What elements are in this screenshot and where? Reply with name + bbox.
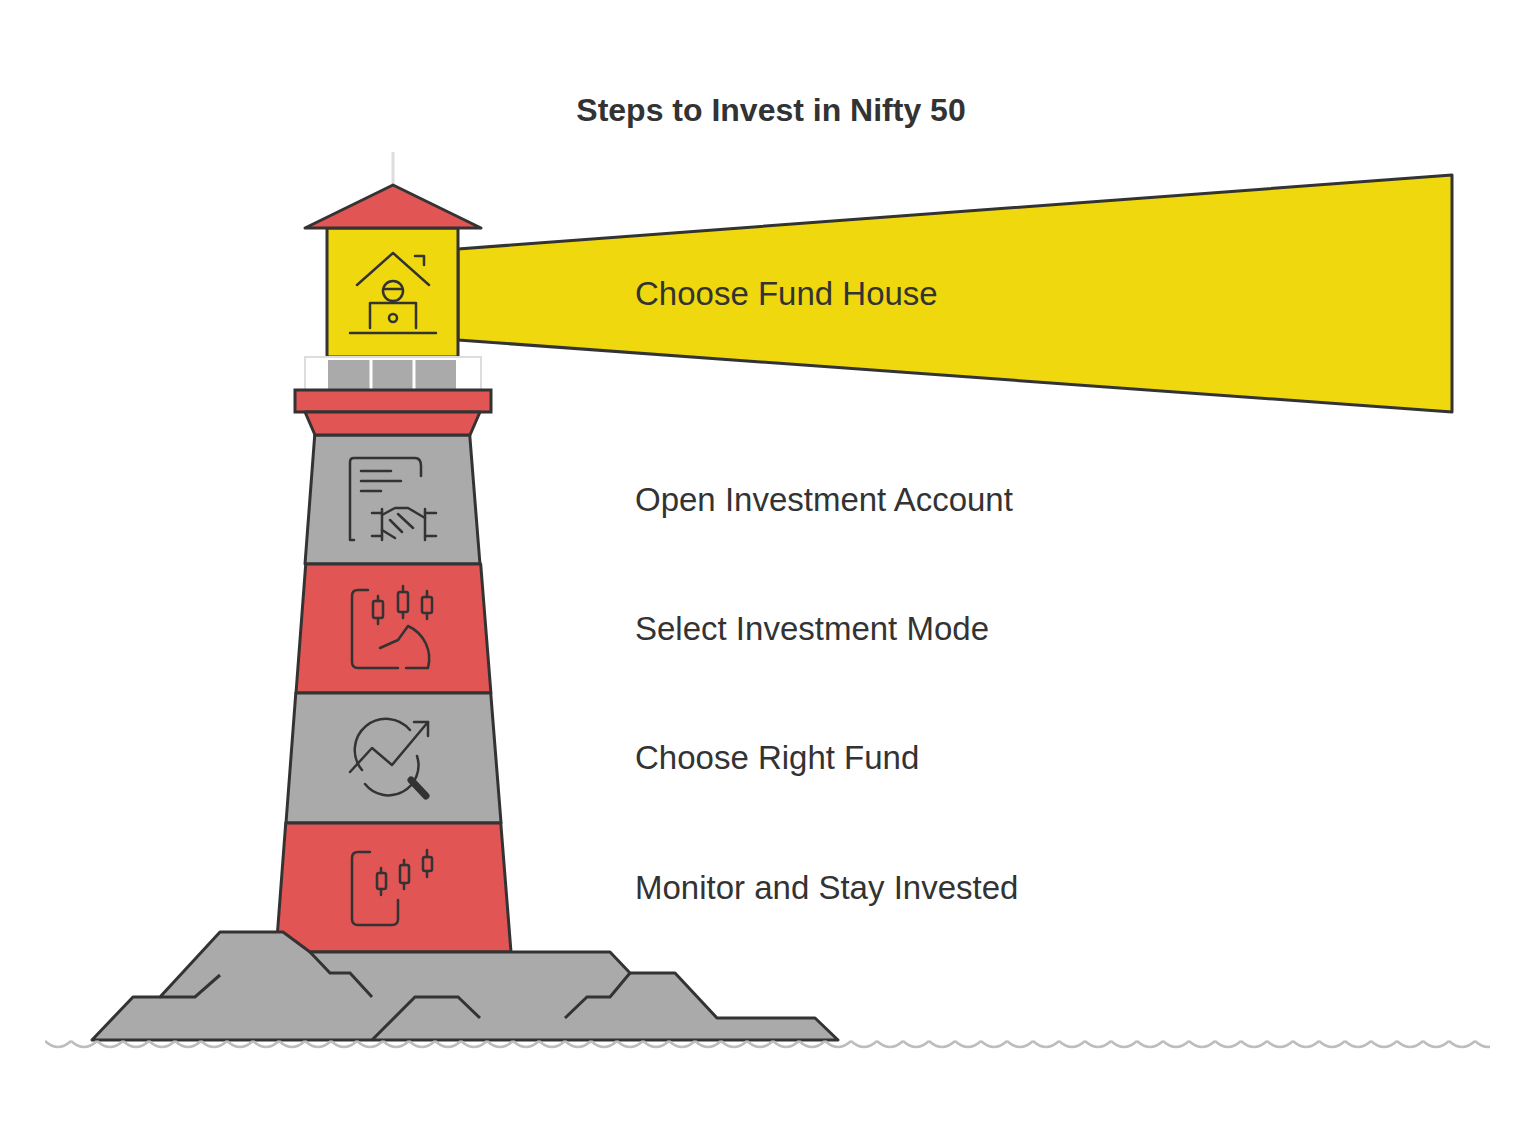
- beam-shape: [458, 175, 1452, 412]
- icon-stroke: [350, 722, 428, 772]
- rock-detail: [565, 973, 630, 1018]
- icon-stroke: [423, 857, 432, 871]
- rock-detail: [310, 952, 372, 997]
- icon-stroke: [383, 281, 403, 301]
- icon-stroke: [382, 509, 425, 540]
- collar: [305, 412, 480, 435]
- icon-stroke: [400, 865, 409, 883]
- lamp-room: [327, 228, 458, 357]
- rocks: [92, 932, 838, 1040]
- icon-stroke: [415, 256, 424, 265]
- step-label: Monitor and Stay Invested: [635, 868, 1195, 908]
- icon-stroke: [370, 303, 416, 328]
- band-shape: [296, 564, 491, 693]
- step-label: Select Investment Mode: [635, 609, 1195, 649]
- icon-stroke: [426, 591, 429, 619]
- icon-stroke: [357, 253, 429, 285]
- icon-stroke: [365, 756, 418, 795]
- gallery-railing: [305, 357, 481, 390]
- band-shape: [305, 435, 480, 564]
- icon-stroke: [384, 288, 402, 291]
- band-shape: [286, 693, 501, 823]
- tower-band: Monitor and Stay Invested: [276, 823, 1200, 952]
- account-icon: [350, 458, 436, 540]
- icon-stroke: [414, 722, 428, 736]
- band-shape: [276, 823, 511, 952]
- rock-detail: [372, 997, 480, 1040]
- icon-stroke: [377, 873, 386, 889]
- icon-stroke: [373, 601, 383, 618]
- icon-stroke: [380, 868, 383, 895]
- icon-stroke: [377, 596, 380, 624]
- icon-stroke: [352, 852, 398, 925]
- tower-band: Select Investment Mode: [296, 564, 1200, 693]
- icon-stroke: [382, 508, 425, 538]
- icon-stroke: [361, 471, 401, 491]
- step-label: Open Investment Account: [635, 480, 1195, 520]
- icon-stroke: [403, 860, 406, 889]
- step-label: Choose Right Fund: [635, 738, 1195, 778]
- rock-detail: [160, 975, 220, 997]
- investment-mode-icon: [352, 586, 432, 668]
- diagram-title: Steps to Invest in Nifty 50: [0, 90, 1536, 130]
- gallery-post: [413, 360, 416, 390]
- tower-band: Choose Right Fund: [286, 693, 1200, 823]
- icon-stroke: [372, 513, 436, 536]
- icon-stroke: [389, 314, 397, 322]
- icon-stroke: [380, 626, 429, 668]
- icon-stroke: [402, 586, 405, 618]
- icon-stroke: [352, 590, 398, 668]
- icon-stroke: [350, 458, 421, 540]
- icon-stroke: [355, 719, 410, 770]
- choose-fund-icon: [350, 719, 428, 796]
- water: [45, 1038, 1490, 1052]
- platform: [295, 390, 491, 412]
- icon-stroke: [426, 850, 429, 877]
- icon-stroke: [422, 597, 432, 613]
- roof: [305, 185, 481, 228]
- icon-stroke: [411, 780, 426, 796]
- antenna: [392, 152, 395, 186]
- fund-house-icon: [350, 253, 436, 333]
- gallery-post: [370, 360, 373, 390]
- monitor-icon: [352, 850, 432, 925]
- icon-stroke: [398, 592, 408, 612]
- light-beam: Choose Fund House: [327, 175, 1452, 412]
- icon-stroke: [350, 332, 436, 335]
- tower-band: Open Investment Account: [305, 435, 1200, 564]
- step-label: Choose Fund House: [635, 274, 1195, 314]
- gallery-window: [328, 360, 456, 390]
